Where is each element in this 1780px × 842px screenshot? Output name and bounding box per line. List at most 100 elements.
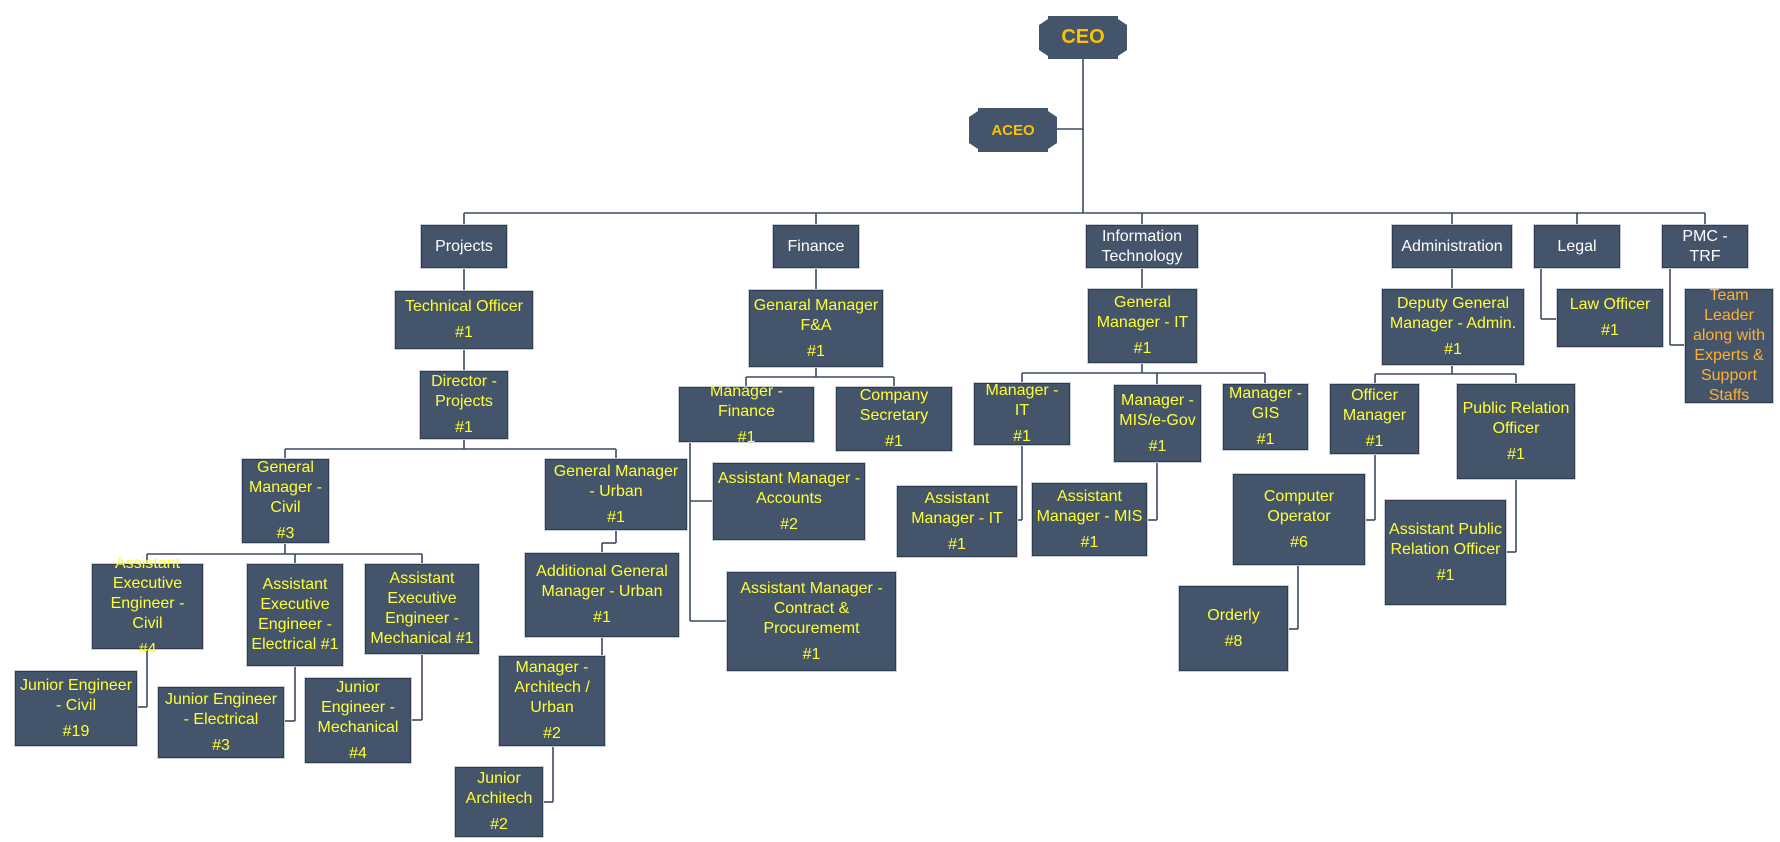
role-count: #1 bbox=[1080, 533, 1099, 551]
aceo-box: ACEO bbox=[969, 108, 1057, 152]
officer-manager-box: Officer Manager #1 bbox=[1329, 383, 1420, 455]
je-mechanical-box: Junior Engineer - Mechanical #4 bbox=[304, 677, 412, 764]
dept-label: Projects bbox=[435, 237, 493, 255]
role-title: Manager - Architech / Urban bbox=[514, 659, 590, 716]
role-count: #4 bbox=[349, 744, 367, 762]
role-count: #1 bbox=[1365, 433, 1384, 450]
manager-it-box: Manager - IT #1 bbox=[973, 382, 1071, 446]
role-count: #1 bbox=[1013, 428, 1031, 445]
technical-officer-box: Technical Officer #1 bbox=[394, 290, 534, 350]
agm-urban-box: Additional General Manager - Urban #1 bbox=[524, 552, 680, 638]
role-title: Junior Engineer - Electrical bbox=[164, 690, 278, 728]
role-title: Technical Officer bbox=[405, 298, 523, 315]
dept-label: PMC - TRF bbox=[1682, 227, 1728, 265]
role-count: #1 bbox=[1133, 340, 1152, 357]
computer-operator-box: Computer Operator #6 bbox=[1232, 473, 1366, 566]
role-title: Law Officer bbox=[1569, 296, 1651, 313]
asst-manager-it-box: Assistant Manager - IT #1 bbox=[896, 485, 1018, 558]
role-title: Junior Engineer - Civil bbox=[19, 676, 133, 714]
role-title: General Manager - Urban bbox=[553, 462, 679, 500]
je-civil-box: Junior Engineer - Civil #19 bbox=[14, 670, 138, 747]
role-count: #1 bbox=[807, 342, 825, 360]
role-count: #1 bbox=[1507, 445, 1525, 463]
role-title: Assistant Manager - Accounts bbox=[717, 469, 861, 507]
role-title: Public Relation Officer bbox=[1462, 399, 1570, 437]
role-title: General Manager - IT bbox=[1096, 294, 1189, 331]
public-relation-officer-box: Public Relation Officer #1 bbox=[1456, 383, 1576, 480]
gm-fa-box: Genaral Manager F&A #1 bbox=[748, 289, 884, 368]
role-count: #1 bbox=[1601, 322, 1619, 339]
role-title: General Manager - Civil bbox=[249, 459, 322, 516]
role-count: #1 bbox=[737, 428, 756, 446]
asst-public-relation-officer-box: Assistant Public Relation Officer #1 bbox=[1384, 499, 1507, 606]
role-count: #1 bbox=[948, 535, 966, 553]
role-count: #1 bbox=[593, 609, 611, 626]
role-count: #1 bbox=[1444, 341, 1462, 358]
role-title: Director - Projects bbox=[431, 373, 497, 410]
role-title: Assistant Manager - Contract & Procureme… bbox=[740, 579, 883, 637]
role-count: #1 bbox=[1256, 431, 1275, 448]
dept-information-technology: Information Technology bbox=[1085, 224, 1199, 269]
director-projects-box: Director - Projects #1 bbox=[419, 370, 509, 440]
gm-urban-box: General Manager - Urban #1 bbox=[544, 458, 688, 531]
role-count: #1 bbox=[607, 508, 625, 526]
role-title: Additional General Manager - Urban bbox=[536, 563, 668, 600]
role-title: Assistant Executive Engineer - Mechanica… bbox=[370, 570, 474, 647]
dept-legal: Legal bbox=[1533, 224, 1621, 269]
role-title: Assistant Executive Engineer - Civil bbox=[110, 554, 185, 632]
dept-finance: Finance bbox=[772, 224, 860, 269]
role-title: Manager - GIS bbox=[1229, 385, 1302, 422]
manager-architech-box: Manager - Architech / Urban #2 bbox=[498, 655, 606, 747]
role-count: #2 bbox=[490, 816, 508, 833]
role-count: #19 bbox=[62, 722, 90, 740]
role-count: #3 bbox=[212, 736, 230, 754]
dept-label: Information Technology bbox=[1101, 227, 1183, 265]
role-count: #4 bbox=[138, 640, 157, 658]
role-title: Orderly bbox=[1207, 606, 1260, 624]
asst-manager-accounts-box: Assistant Manager - Accounts #2 bbox=[712, 462, 866, 541]
manager-finance-box: Manager - Finance #1 bbox=[678, 383, 815, 446]
dept-label: Administration bbox=[1401, 237, 1503, 255]
manager-gis-box: Manager - GIS #1 bbox=[1222, 383, 1309, 451]
role-count: #1 bbox=[1148, 437, 1167, 455]
aee-electrical-box: Assistant Executive Engineer - Electrica… bbox=[246, 563, 344, 667]
company-secretary-box: Company Secretary #1 bbox=[835, 386, 953, 452]
role-count: #8 bbox=[1224, 632, 1243, 650]
role-title: Junior Engineer - Mechanical bbox=[317, 678, 399, 736]
role-title: Genaral Manager F&A bbox=[753, 296, 879, 334]
je-electrical-box: Junior Engineer - Electrical #3 bbox=[157, 686, 285, 759]
dept-pmc-trf: PMC - TRF bbox=[1661, 224, 1749, 269]
role-count: #2 bbox=[780, 515, 798, 533]
aee-mechanical-box: Assistant Executive Engineer - Mechanica… bbox=[364, 563, 480, 655]
dept-projects: Projects bbox=[420, 224, 508, 269]
team-leader-box: Team Leader along with Experts & Support… bbox=[1684, 287, 1774, 404]
role-title: Manager - MIS/e-Gov bbox=[1119, 391, 1196, 429]
role-count: #3 bbox=[276, 525, 295, 542]
role-title: Team Leader along with Experts & Support… bbox=[1692, 287, 1766, 404]
asst-manager-contract-box: Assistant Manager - Contract & Procureme… bbox=[726, 571, 897, 672]
dgm-admin-box: Deputy General Manager - Admin. #1 bbox=[1381, 288, 1525, 366]
role-title: Assistant Manager - MIS bbox=[1036, 487, 1143, 525]
role-count: #2 bbox=[543, 725, 561, 742]
ceo-box: CEO bbox=[1039, 16, 1127, 59]
role-title: Junior Architech bbox=[465, 770, 533, 807]
role-title: Assistant Public Relation Officer bbox=[1389, 520, 1502, 558]
role-count: #1 bbox=[802, 645, 821, 663]
role-count: #1 bbox=[455, 324, 473, 341]
role-title: Manager - Finance bbox=[710, 382, 783, 420]
role-title: Company Secretary bbox=[859, 387, 929, 424]
role-count: #1 bbox=[455, 419, 473, 436]
role-count: #1 bbox=[885, 433, 903, 450]
gm-it-box: General Manager - IT #1 bbox=[1087, 288, 1198, 364]
gm-civil-box: General Manager - Civil #3 bbox=[241, 458, 330, 544]
dept-administration: Administration bbox=[1391, 224, 1513, 269]
junior-architech-box: Junior Architech #2 bbox=[454, 766, 544, 838]
aee-civil-box: Assistant Executive Engineer - Civil #4 bbox=[91, 555, 204, 658]
role-title: Deputy General Manager - Admin. bbox=[1389, 295, 1517, 332]
role-count: #1 bbox=[1436, 566, 1455, 584]
role-count: #6 bbox=[1290, 533, 1308, 551]
asst-manager-mis-box: Assistant Manager - MIS #1 bbox=[1031, 482, 1148, 557]
manager-mis-box: Manager - MIS/e-Gov #1 bbox=[1113, 384, 1202, 463]
role-title: Assistant Manager - IT bbox=[911, 489, 1003, 527]
